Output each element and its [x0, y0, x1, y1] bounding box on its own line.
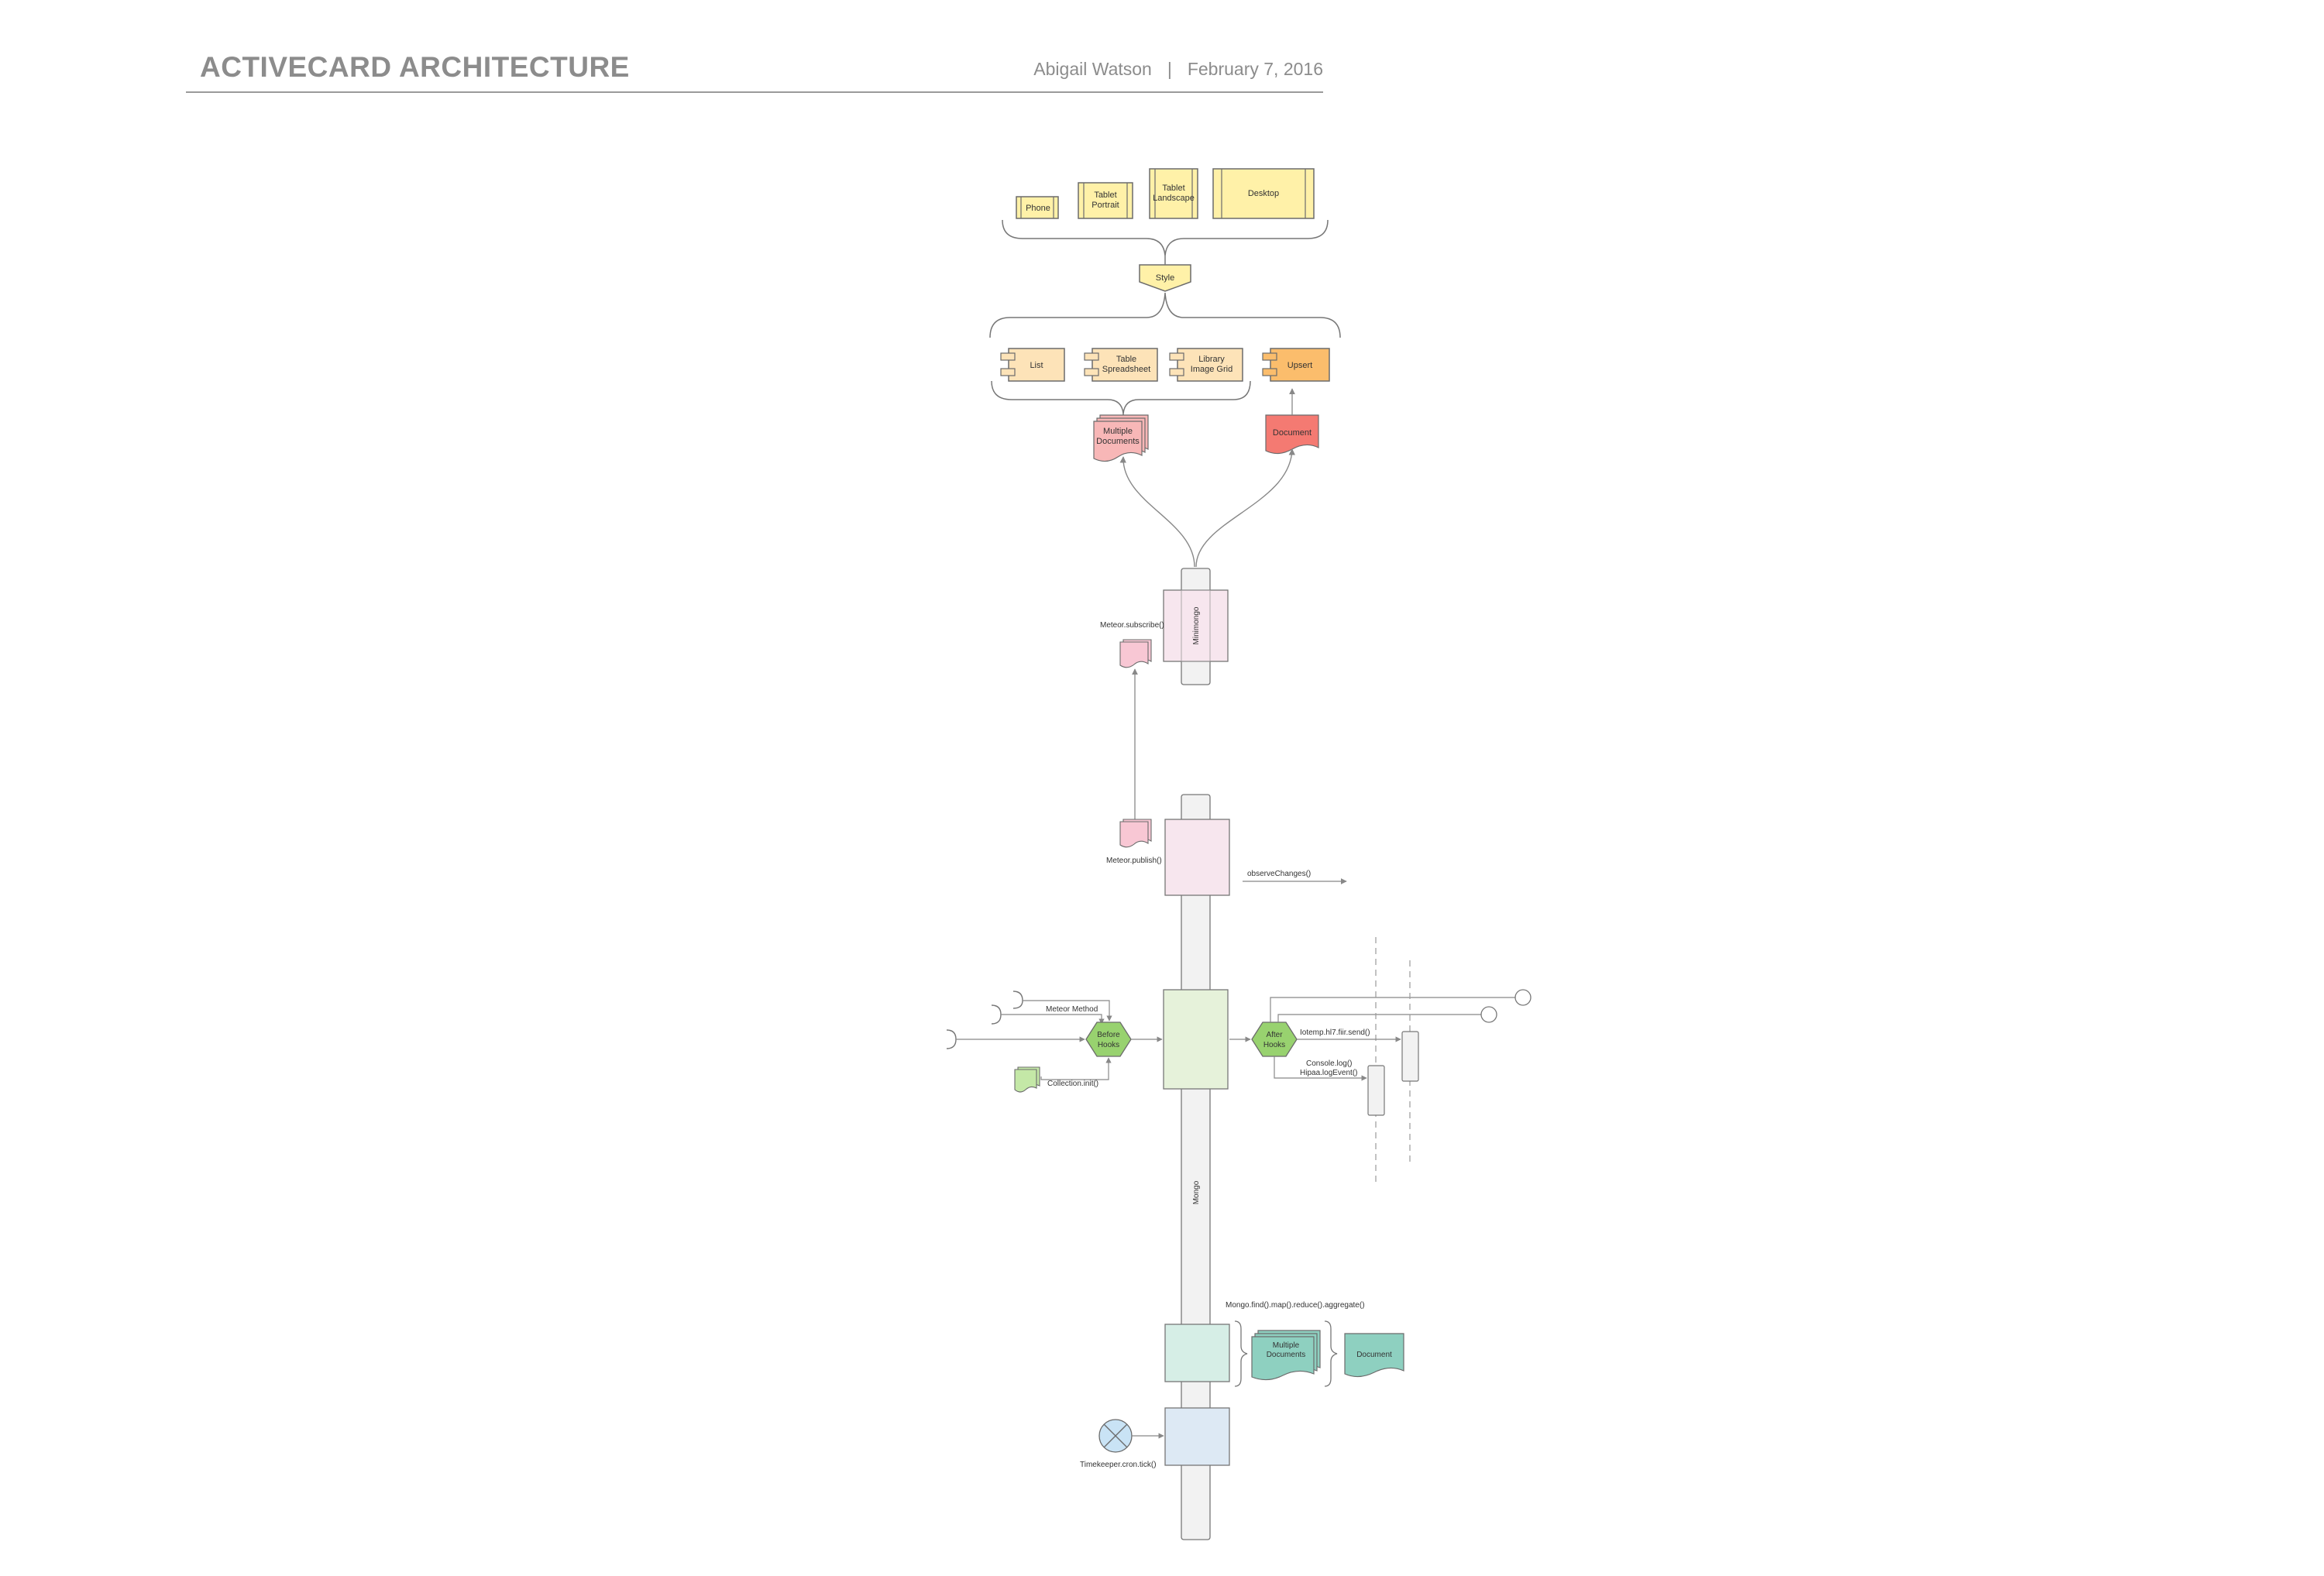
- devices-brace: [1002, 219, 1329, 256]
- before-hooks-node: Before Hooks: [1085, 1021, 1132, 1057]
- component-list: List: [1000, 348, 1065, 382]
- component-library-line2: Image Grid: [1191, 365, 1232, 374]
- mongo-ops-label: Mongo.find().map().reduce().aggregate(): [1226, 1301, 1365, 1310]
- header-date: February 7, 2016: [1187, 59, 1323, 79]
- subscribe-call-label: Meteor.subscribe(): [1100, 621, 1164, 630]
- socket-icon-3: [946, 1029, 957, 1049]
- minimongo-to-document-curve: [1195, 448, 1295, 568]
- mongo-ops-block: [1164, 1324, 1230, 1382]
- minimongo-lane: Minimongo: [1163, 568, 1229, 685]
- header-meta: Abigail Watson | February 7, 2016: [1033, 59, 1323, 80]
- header-separator: |: [1167, 59, 1172, 79]
- multiple-documents-top-line1: Multiple: [1103, 427, 1133, 436]
- timekeeper-block: [1164, 1407, 1230, 1466]
- hl7-send-label: Iotemp.hl7.fiir.send(): [1300, 1028, 1370, 1037]
- diagram-header: ACTIVECARD ARCHITECTURE Abigail Watson | F…: [0, 0, 2324, 101]
- single-document-bottom: Document: [1344, 1333, 1404, 1378]
- before-hooks-line1: Before: [1097, 1031, 1120, 1039]
- header-rule: [186, 91, 1323, 93]
- after-hooks-line-mid: [1277, 1014, 1481, 1022]
- component-library: Library Image Grid: [1169, 348, 1243, 382]
- page-title: ACTIVECARD ARCHITECTURE: [200, 51, 630, 83]
- device-tablet-landscape-line2: Landscape: [1153, 194, 1195, 203]
- socket-icon-1: [1012, 991, 1023, 1009]
- device-tablet-portrait: Tablet Portrait: [1078, 182, 1133, 219]
- multiple-documents-top-line2: Documents: [1096, 437, 1140, 446]
- method-line-2: [1001, 1014, 1105, 1025]
- collection-init-arrow: [1040, 1057, 1112, 1080]
- component-upsert-label: Upsert: [1287, 361, 1312, 370]
- after-hooks-line-top: [1270, 997, 1515, 1022]
- single-document-top: Document: [1265, 414, 1319, 455]
- device-phone: Phone: [1016, 196, 1059, 219]
- component-list-label: List: [1030, 361, 1043, 370]
- after-hooks-line2: Hooks: [1263, 1041, 1285, 1049]
- method-line-1: [1023, 1000, 1112, 1021]
- publish-docs-icon: [1119, 819, 1152, 848]
- minimongo-to-multi-docs-curve: [1119, 456, 1195, 568]
- subscribe-docs-icon: [1119, 639, 1152, 668]
- style-node: Style: [1139, 264, 1191, 292]
- after-hooks-line1: After: [1266, 1031, 1283, 1039]
- single-document-top-label: Document: [1273, 428, 1312, 438]
- collection-init-label: Collection.init(): [1047, 1080, 1098, 1088]
- activation-log: [1367, 1065, 1385, 1116]
- device-phone-label: Phone: [1026, 204, 1050, 213]
- multiple-documents-bottom: Multiple Documents: [1251, 1330, 1321, 1381]
- after-hooks-to-log-arrow: [1274, 1056, 1367, 1081]
- device-tablet-landscape: Tablet Landscape: [1149, 168, 1198, 219]
- observe-changes-label: observeChanges(): [1247, 870, 1311, 878]
- mongo-label: Mongo: [1192, 1180, 1201, 1204]
- method-block: [1163, 989, 1229, 1090]
- before-hooks-line2: Hooks: [1098, 1041, 1119, 1049]
- mongo-ops-brace-right: [1324, 1320, 1338, 1387]
- device-tablet-portrait-line2: Portrait: [1092, 201, 1119, 210]
- components-brace-top: [989, 292, 1341, 338]
- style-label: Style: [1156, 273, 1174, 283]
- socket-icon-2: [991, 1004, 1002, 1025]
- device-tablet-landscape-line1: Tablet: [1162, 184, 1184, 193]
- component-table-line1: Table: [1116, 355, 1136, 364]
- collection-init-docs-icon: [1014, 1066, 1040, 1093]
- multiple-documents-bottom-line2: Documents: [1267, 1351, 1306, 1359]
- single-document-bottom-label: Document: [1356, 1351, 1392, 1359]
- component-library-line1: Library: [1198, 355, 1225, 364]
- console-log-label: Console.log(): [1306, 1059, 1352, 1068]
- timer-x-icon: [1098, 1419, 1133, 1453]
- multiple-documents-bottom-line1: Multiple: [1273, 1341, 1300, 1350]
- author-name: Abigail Watson: [1033, 59, 1152, 79]
- after-hooks-node: After Hooks: [1251, 1021, 1298, 1057]
- component-table: Table Spreadsheet: [1084, 348, 1158, 382]
- publish-call-label: Meteor.publish(): [1106, 857, 1162, 865]
- mongo-ops-brace-left: [1234, 1320, 1248, 1387]
- endpoint-circle-2: [1480, 1006, 1497, 1023]
- device-tablet-portrait-line1: Tablet: [1094, 191, 1116, 200]
- components-brace-bottom: [991, 380, 1251, 414]
- activation-hl7: [1401, 1031, 1419, 1082]
- component-upsert: Upsert: [1262, 348, 1330, 382]
- timekeeper-label: Timekeeper.cron.tick(): [1080, 1461, 1157, 1469]
- minimongo-label: Minimongo: [1192, 606, 1201, 644]
- component-table-line2: Spreadsheet: [1102, 365, 1150, 374]
- device-desktop-label: Desktop: [1248, 189, 1279, 198]
- multiple-documents-top: Multiple Documents: [1093, 414, 1149, 462]
- hipaa-log-label: Hipaa.logEvent(): [1300, 1069, 1357, 1077]
- meteor-method-label: Meteor Method: [1046, 1005, 1098, 1014]
- publish-block: [1164, 819, 1230, 896]
- endpoint-circle-1: [1514, 989, 1532, 1006]
- device-desktop: Desktop: [1212, 168, 1315, 219]
